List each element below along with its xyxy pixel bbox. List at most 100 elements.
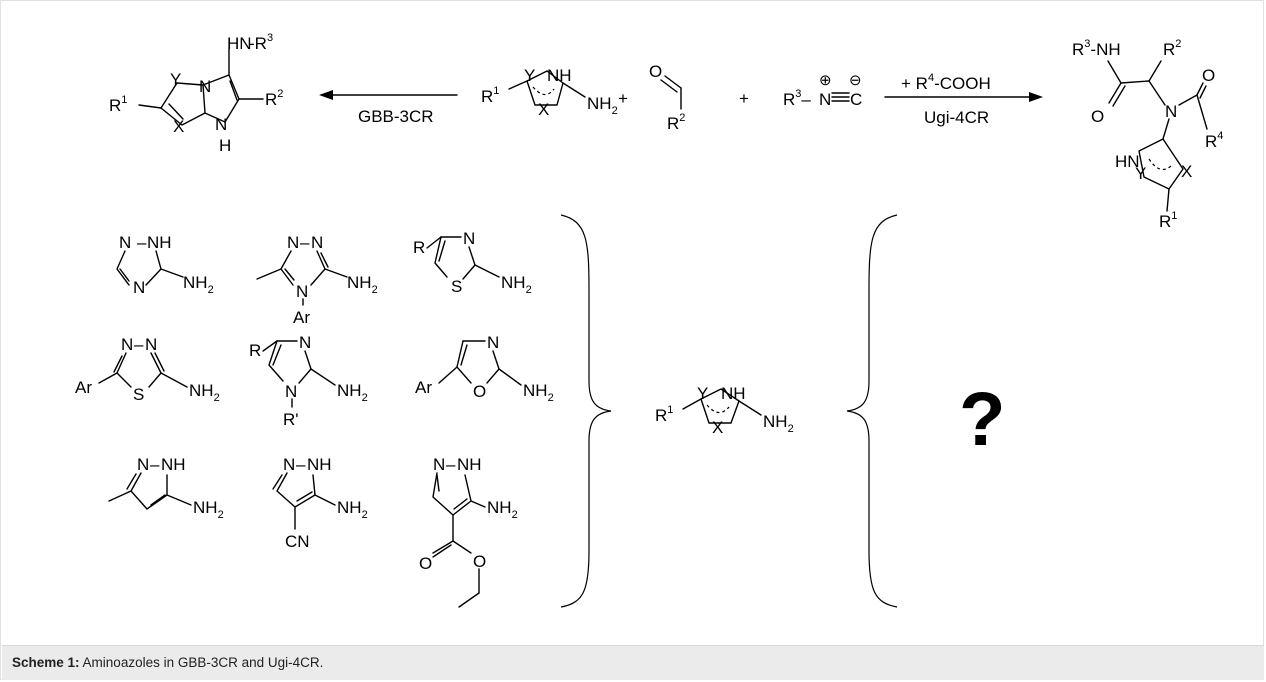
label-NH: NH	[161, 455, 186, 474]
label-S: S	[451, 277, 462, 296]
gbb-label: GBB-3CR	[358, 107, 434, 126]
label-R4: R4	[1205, 130, 1223, 151]
label-NH2: NH2	[189, 381, 220, 404]
aminoazole-middle: Y NH X R1 NH2	[655, 384, 794, 437]
molecule-triazole: N – NH N NH2	[116, 233, 214, 297]
svg-text:–: –	[137, 233, 147, 252]
label-NH: NH	[457, 455, 482, 474]
label-R2: R2	[667, 112, 685, 133]
label-CN: CN	[285, 532, 310, 551]
aminoazole-top: Y NH X R1 NH2	[481, 66, 618, 119]
label-NH2: NH2	[183, 273, 214, 296]
label-N3: N	[296, 282, 308, 301]
label-NH2: NH2	[763, 412, 794, 435]
label-NH2: NH2	[587, 94, 618, 117]
label-N: N	[287, 233, 299, 252]
svg-text:–: –	[300, 233, 310, 252]
label-N2: N	[145, 335, 157, 354]
label-Y: Y	[170, 70, 181, 89]
reaction-scheme: HN -R3 Y N X N H R1 R2 GBB-3CR Y NH X R1…	[75, 32, 1223, 608]
label-R1: R1	[655, 404, 673, 425]
label-HN: HN	[1115, 152, 1140, 171]
brace-left	[846, 214, 898, 608]
label-Ar: Ar	[75, 378, 92, 397]
label-NH2: NH2	[501, 273, 532, 296]
label-N: N	[299, 333, 311, 352]
molecule-methylpyrazole: N – NH NH2	[108, 455, 224, 521]
label-S: S	[133, 385, 144, 404]
label-R3: R3–	[783, 88, 811, 109]
label-N: N	[137, 455, 149, 474]
svg-text:–: –	[296, 455, 306, 474]
question-mark: ?	[959, 377, 1005, 462]
plus-1: +	[618, 89, 628, 108]
charge-plus: ⊕	[819, 72, 832, 89]
label-R: R	[249, 341, 261, 360]
label-HN: HN	[227, 34, 252, 53]
label-N: N	[819, 90, 831, 109]
gbb-product: HN -R3 Y N X N H R1 R2	[109, 32, 283, 155]
label-N: N	[283, 455, 295, 474]
label-NH: NH	[721, 384, 746, 403]
molecule-thiazole: R N S NH2	[413, 229, 532, 296]
label-N: N	[487, 333, 499, 352]
label-NH: NH	[547, 66, 572, 85]
label-C: C	[850, 90, 862, 109]
label-Y: Y	[697, 384, 708, 403]
label-NH2: NH2	[487, 498, 518, 521]
svg-text:–: –	[134, 335, 144, 354]
label-N-ring: N	[215, 115, 227, 134]
molecule-aryl-triazole: N – N N Ar NH2	[256, 233, 378, 327]
label-O: O	[649, 62, 662, 81]
label-X: X	[538, 100, 549, 119]
label-Ar: Ar	[415, 378, 432, 397]
label-Y: Y	[524, 66, 535, 85]
label-N: N	[199, 77, 211, 96]
label-O: O	[1091, 107, 1104, 126]
label-O: O	[473, 382, 486, 401]
label-N2: N	[311, 233, 323, 252]
label-N2: N	[133, 278, 145, 297]
label-O2: O	[473, 552, 486, 571]
label-N: N	[463, 229, 475, 248]
svg-text:–: –	[150, 455, 160, 474]
label-NH: NH	[307, 455, 332, 474]
aldehyde: O R2	[649, 62, 685, 133]
label-X: X	[712, 418, 723, 437]
isocyanide: R3– N C ⊕ ⊖	[783, 72, 862, 109]
charge-minus: ⊖	[849, 72, 862, 89]
label-R1: R1	[109, 94, 127, 115]
label-R3: -R3	[249, 32, 273, 53]
label-NH: NH	[147, 233, 172, 252]
caption-bar: Scheme 1: Aminoazoles in GBB-3CR and Ugi…	[2, 645, 1264, 680]
molecule-imidazole: R N N R' NH2	[249, 333, 368, 429]
label-R2: R2	[265, 88, 283, 109]
label-R3: R3-NH	[1072, 38, 1121, 59]
label-O2: O	[1202, 66, 1215, 85]
ugi-label: Ugi-4CR	[924, 108, 989, 127]
label-X: X	[1181, 162, 1192, 181]
molecule-cyanopyrazole: N – NH CN NH2	[272, 455, 368, 551]
label-NH2: NH2	[337, 381, 368, 404]
label-R1: R1	[481, 85, 499, 106]
label-NH2: NH2	[347, 273, 378, 296]
label-Rp: R'	[283, 410, 299, 429]
label-Ar: Ar	[293, 308, 310, 327]
molecule-oxazole: N O Ar NH2	[415, 333, 554, 404]
label-H: H	[219, 136, 231, 155]
ugi-product: R3-NH R2 O N O R4 HN Y X R1	[1072, 38, 1223, 231]
label-R: R	[413, 238, 425, 257]
figure-caption: Scheme 1: Aminoazoles in GBB-3CR and Ugi…	[12, 655, 323, 670]
brace-right	[560, 214, 612, 608]
label-N: N	[433, 455, 445, 474]
label-N: N	[1165, 102, 1177, 121]
label-R1: R1	[1159, 210, 1177, 231]
label-N: N	[119, 233, 131, 252]
label-NH2: NH2	[523, 381, 554, 404]
molecule-ester-pyrazole: N – NH NH2 O O	[419, 455, 518, 608]
molecule-thiadiazole: N – N S Ar NH2	[75, 335, 220, 404]
caption-label: Scheme 1:	[12, 655, 80, 670]
label-NH2: NH2	[193, 498, 224, 521]
label-X: X	[173, 117, 184, 136]
